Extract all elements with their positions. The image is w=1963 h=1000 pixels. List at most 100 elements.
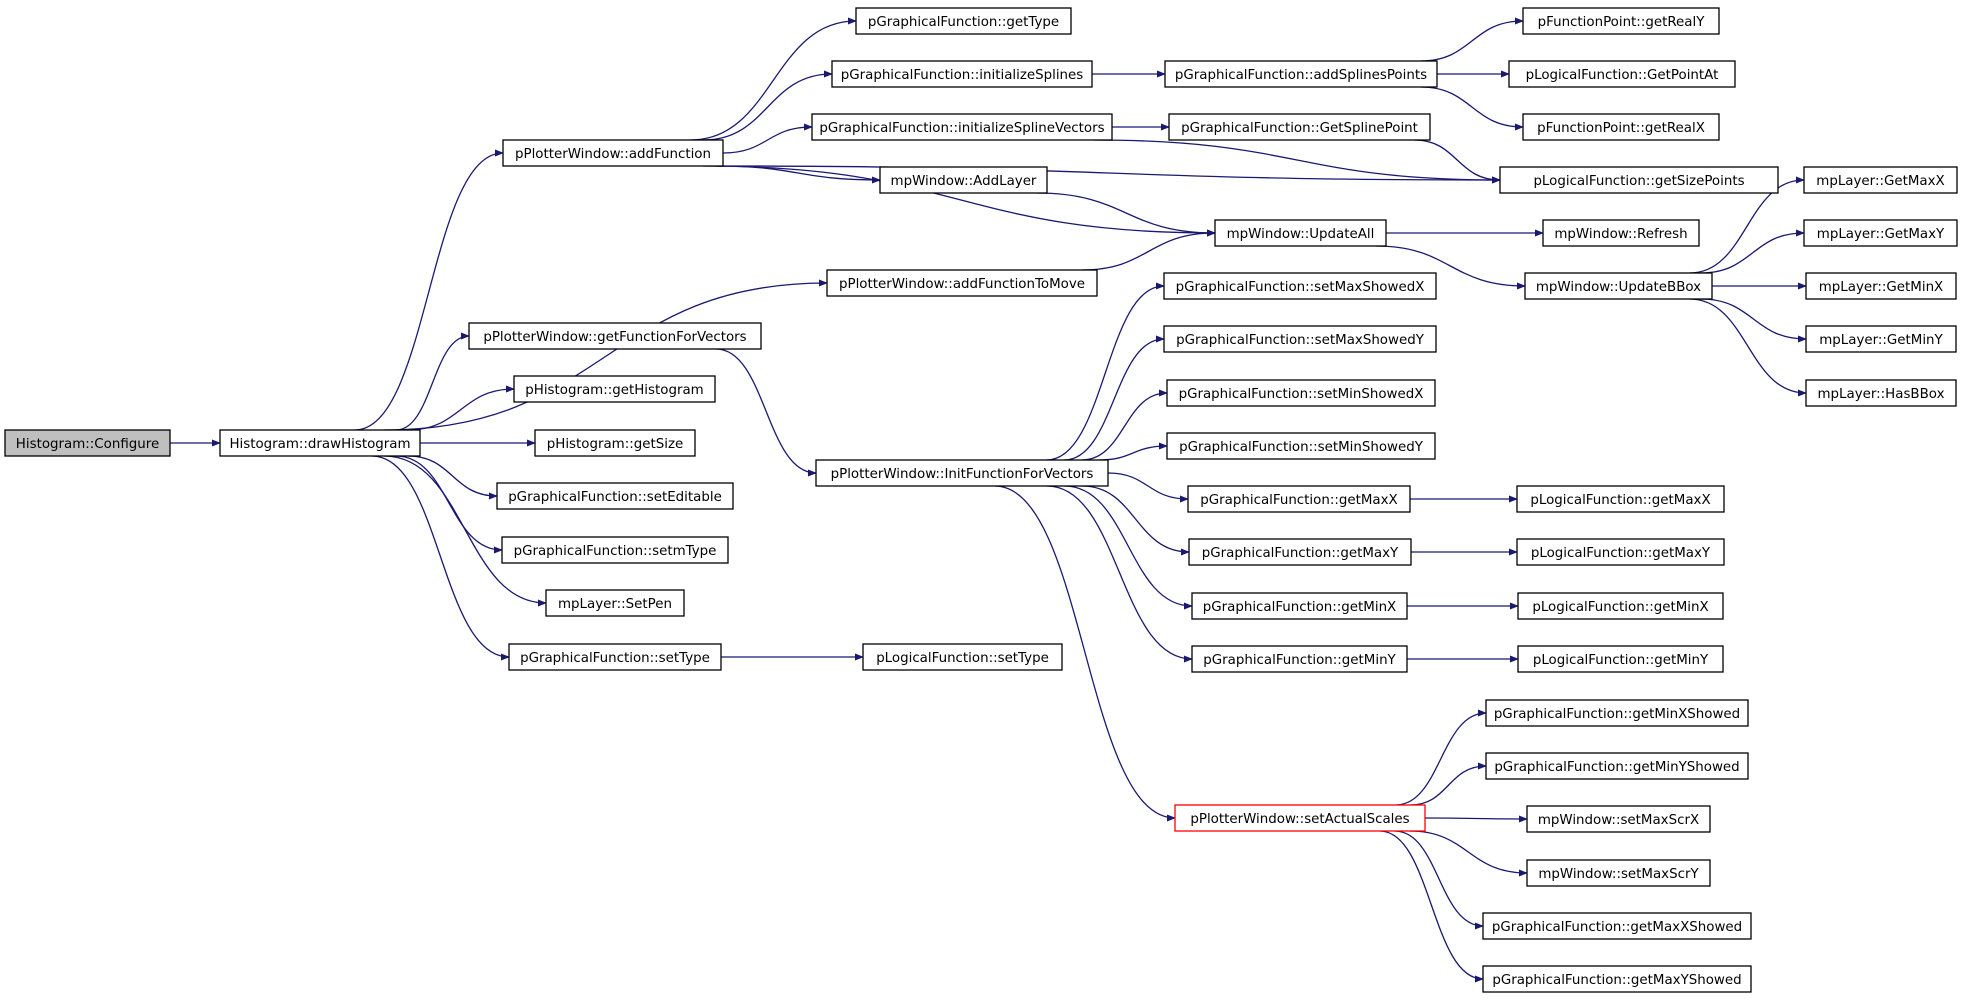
node-box[interactable] — [534, 429, 696, 457]
node-histogram-drawhistogram[interactable]: Histogram::drawHistogram — [219, 429, 421, 457]
node-pgraphicalfunction-getmaxxshowed[interactable]: pGraphicalFunction::getMaxXShowed — [1482, 912, 1752, 940]
node-mpwindow-updateall[interactable]: mpWindow::UpdateAll — [1214, 219, 1387, 247]
node-plogicalfunction-getminx[interactable]: pLogicalFunction::getMinX — [1517, 592, 1724, 620]
node-pfunctionpoint-getrealx[interactable]: pFunctionPoint::getRealX — [1522, 113, 1720, 141]
node-mpwindow-updatebbox[interactable]: mpWindow::UpdateBBox — [1524, 272, 1713, 300]
node-box[interactable] — [826, 269, 1098, 297]
node-pgraphicalfunction-getsplinepoint[interactable]: pGraphicalFunction::GetSplinePoint — [1168, 113, 1431, 141]
node-box[interactable] — [513, 375, 716, 403]
node-plogicalfunction-getmaxx[interactable]: pLogicalFunction::getMaxX — [1516, 485, 1725, 513]
node-box[interactable] — [855, 7, 1072, 35]
node-box[interactable] — [1166, 379, 1436, 407]
node-box[interactable] — [1805, 379, 1957, 407]
node-pplotterwindow-initfunctionforvectors[interactable]: pPlotterWindow::InitFunctionForVectors — [815, 459, 1109, 487]
node-pgraphicalfunction-getminyshowed[interactable]: pGraphicalFunction::getMinYShowed — [1485, 752, 1749, 780]
node-box[interactable] — [862, 643, 1063, 671]
node-box[interactable] — [496, 482, 734, 510]
node-box[interactable] — [1168, 113, 1431, 141]
node-pgraphicalfunction-getminx[interactable]: pGraphicalFunction::getMinX — [1191, 592, 1408, 620]
node-box[interactable] — [1805, 325, 1957, 353]
node-box[interactable] — [1485, 752, 1749, 780]
node-box[interactable] — [1164, 60, 1438, 88]
node-pplotterwindow-addfunction[interactable]: pPlotterWindow::addFunction — [502, 139, 724, 167]
node-box[interactable] — [1482, 965, 1752, 993]
node-box[interactable] — [1542, 219, 1700, 247]
node-box[interactable] — [1187, 485, 1411, 513]
node-pgraphicalfunction-setminshowedx[interactable]: pGraphicalFunction::setMinShowedX — [1166, 379, 1436, 407]
node-box[interactable] — [1188, 538, 1412, 566]
node-box[interactable] — [879, 166, 1048, 194]
node-box[interactable] — [1516, 538, 1725, 566]
node-pgraphicalfunction-gettype[interactable]: pGraphicalFunction::getType — [855, 7, 1072, 35]
node-box[interactable] — [831, 60, 1093, 88]
node-box[interactable] — [1524, 272, 1713, 300]
node-pgraphicalfunction-initializesplines[interactable]: pGraphicalFunction::initializeSplines — [831, 60, 1093, 88]
node-box[interactable] — [1526, 859, 1711, 887]
node-mpwindow-setmaxscrx[interactable]: mpWindow::setMaxScrX — [1526, 805, 1711, 833]
node-plogicalfunction-getminy[interactable]: pLogicalFunction::getMinY — [1517, 645, 1724, 673]
node-mplayer-hasbbox[interactable]: mpLayer::HasBBox — [1805, 379, 1957, 407]
node-plogicalfunction-settype[interactable]: pLogicalFunction::setType — [862, 643, 1063, 671]
node-box[interactable] — [811, 113, 1113, 141]
node-box[interactable] — [1522, 113, 1720, 141]
node-box[interactable] — [1517, 645, 1724, 673]
node-pgraphicalfunction-settype[interactable]: pGraphicalFunction::setType — [508, 643, 722, 671]
node-pgraphicalfunction-setminshowedy[interactable]: pGraphicalFunction::setMinShowedY — [1166, 432, 1436, 460]
node-box[interactable] — [1174, 804, 1426, 832]
node-box[interactable] — [1485, 699, 1749, 727]
node-box[interactable] — [1522, 7, 1720, 35]
node-box[interactable] — [4, 429, 171, 457]
node-box[interactable] — [1482, 912, 1752, 940]
node-box[interactable] — [1163, 325, 1437, 353]
node-plogicalfunction-getsizepoints[interactable]: pLogicalFunction::getSizePoints — [1499, 166, 1779, 194]
node-box[interactable] — [1517, 592, 1724, 620]
node-pgraphicalfunction-getminxshowed[interactable]: pGraphicalFunction::getMinXShowed — [1485, 699, 1749, 727]
node-pgraphicalfunction-setmaxshowedx[interactable]: pGraphicalFunction::setMaxShowedX — [1163, 272, 1437, 300]
node-pplotterwindow-getfunctionforvectors[interactable]: pPlotterWindow::getFunctionForVectors — [468, 322, 762, 350]
node-mplayer-getmaxy[interactable]: mpLayer::GetMaxY — [1803, 219, 1958, 247]
node-phistogram-gethistogram[interactable]: pHistogram::getHistogram — [513, 375, 716, 403]
node-pgraphicalfunction-seteditable[interactable]: pGraphicalFunction::setEditable — [496, 482, 734, 510]
node-pfunctionpoint-getrealy[interactable]: pFunctionPoint::getRealY — [1522, 7, 1720, 35]
node-box[interactable] — [1526, 805, 1711, 833]
node-box[interactable] — [1805, 272, 1957, 300]
node-pgraphicalfunction-getmaxx[interactable]: pGraphicalFunction::getMaxX — [1187, 485, 1411, 513]
node-box[interactable] — [1803, 219, 1958, 247]
node-box[interactable] — [1508, 60, 1736, 88]
node-phistogram-getsize[interactable]: pHistogram::getSize — [534, 429, 696, 457]
node-box[interactable] — [1191, 592, 1408, 620]
node-box[interactable] — [502, 139, 724, 167]
node-pgraphicalfunction-getmaxy[interactable]: pGraphicalFunction::getMaxY — [1188, 538, 1412, 566]
node-plogicalfunction-getmaxy[interactable]: pLogicalFunction::getMaxY — [1516, 538, 1725, 566]
node-histogram-configure[interactable]: Histogram::Configure — [4, 429, 171, 457]
node-mplayer-getmaxx[interactable]: mpLayer::GetMaxX — [1803, 166, 1958, 194]
node-mplayer-getminy[interactable]: mpLayer::GetMinY — [1805, 325, 1957, 353]
node-box[interactable] — [1499, 166, 1779, 194]
node-box[interactable] — [1191, 645, 1408, 673]
node-mpwindow-refresh[interactable]: mpWindow::Refresh — [1542, 219, 1700, 247]
node-box[interactable] — [815, 459, 1109, 487]
node-box[interactable] — [501, 536, 729, 564]
node-box[interactable] — [1214, 219, 1387, 247]
node-box[interactable] — [1516, 485, 1725, 513]
node-mpwindow-setmaxscry[interactable]: mpWindow::setMaxScrY — [1526, 859, 1711, 887]
node-pgraphicalfunction-getmaxyshowed[interactable]: pGraphicalFunction::getMaxYShowed — [1482, 965, 1752, 993]
node-mpwindow-addlayer[interactable]: mpWindow::AddLayer — [879, 166, 1048, 194]
node-box[interactable] — [1166, 432, 1436, 460]
node-box[interactable] — [219, 429, 421, 457]
node-pgraphicalfunction-getminy[interactable]: pGraphicalFunction::getMinY — [1191, 645, 1408, 673]
node-box[interactable] — [545, 589, 685, 617]
node-box[interactable] — [1163, 272, 1437, 300]
node-pgraphicalfunction-addsplinespoints[interactable]: pGraphicalFunction::addSplinesPoints — [1164, 60, 1438, 88]
node-box[interactable] — [468, 322, 762, 350]
node-pplotterwindow-setactualscales[interactable]: pPlotterWindow::setActualScales — [1174, 804, 1426, 832]
node-pgraphicalfunction-initializesplinevectors[interactable]: pGraphicalFunction::initializeSplineVect… — [811, 113, 1113, 141]
node-pplotterwindow-addfunctiontomove[interactable]: pPlotterWindow::addFunctionToMove — [826, 269, 1098, 297]
node-plogicalfunction-getpointat[interactable]: pLogicalFunction::GetPointAt — [1508, 60, 1736, 88]
node-pgraphicalfunction-setmtype[interactable]: pGraphicalFunction::setmType — [501, 536, 729, 564]
node-mplayer-setpen[interactable]: mpLayer::SetPen — [545, 589, 685, 617]
node-box[interactable] — [508, 643, 722, 671]
node-pgraphicalfunction-setmaxshowedy[interactable]: pGraphicalFunction::setMaxShowedY — [1163, 325, 1437, 353]
node-box[interactable] — [1803, 166, 1958, 194]
node-mplayer-getminx[interactable]: mpLayer::GetMinX — [1805, 272, 1957, 300]
